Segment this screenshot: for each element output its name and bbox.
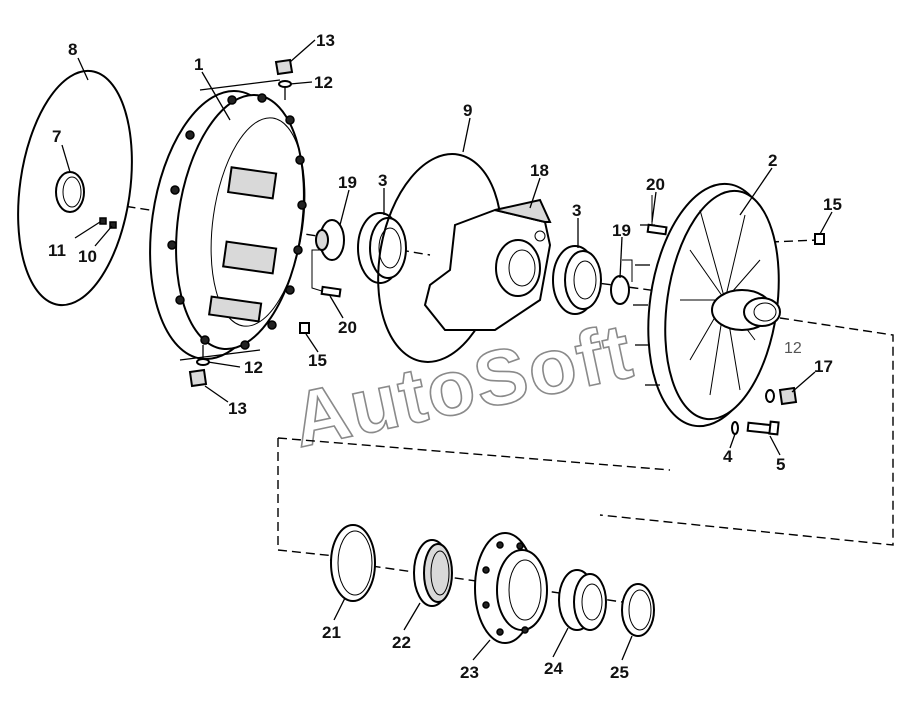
part-3-bearing-left xyxy=(357,212,407,284)
part-20-pin-right xyxy=(646,195,668,236)
callout-12-bottom: 12 xyxy=(244,358,263,377)
part-7-seal-ring xyxy=(55,171,85,213)
callout-4: 4 xyxy=(723,447,733,466)
lower-assembly-box xyxy=(277,317,894,557)
callout-8: 8 xyxy=(68,40,77,59)
part-18-pump-body xyxy=(423,198,552,331)
cover-studs xyxy=(633,224,660,386)
callout-17: 17 xyxy=(814,357,833,376)
callout-10: 10 xyxy=(78,247,97,266)
callout-19-right: 19 xyxy=(612,221,631,240)
part-2-cover xyxy=(633,182,781,428)
callout-12-right: 12 xyxy=(784,340,802,357)
callout-5: 5 xyxy=(776,455,785,474)
callout-2: 2 xyxy=(768,151,777,170)
part-21-seal xyxy=(330,524,376,602)
callout-1: 1 xyxy=(194,55,203,74)
callout-24: 24 xyxy=(544,659,563,678)
callout-23: 23 xyxy=(460,663,479,682)
callout-19-left: 19 xyxy=(338,173,357,192)
callout-20-right: 20 xyxy=(646,175,665,194)
callout-13-bottom: 13 xyxy=(228,399,247,418)
part-1-housing xyxy=(149,79,307,361)
callout-11: 11 xyxy=(48,241,66,260)
leader-lines xyxy=(61,39,833,661)
callout-18: 18 xyxy=(530,161,549,180)
callout-13-top: 13 xyxy=(316,31,335,50)
callout-20-left: 20 xyxy=(338,318,357,337)
callout-25: 25 xyxy=(610,663,629,682)
callout-labels: 8 7 11 10 1 13 12 12 13 15 19 20 3 9 18 … xyxy=(48,31,842,682)
callout-22: 22 xyxy=(392,633,411,652)
callout-15-left: 15 xyxy=(308,351,327,370)
part-10-11-screws xyxy=(99,217,117,229)
part-15-plug-right xyxy=(814,233,825,245)
part-23-flange xyxy=(474,532,548,644)
part-24-bearing xyxy=(558,569,607,631)
part-13-12-top-fasteners xyxy=(274,58,294,100)
housing-bolt-holes xyxy=(167,93,307,350)
part-22-seal xyxy=(413,539,453,607)
part-4-5-washer-bolt xyxy=(731,420,780,436)
callout-15-right: 15 xyxy=(823,195,842,214)
callout-21: 21 xyxy=(322,623,341,642)
part-17-nut xyxy=(765,386,798,406)
part-13-12-bottom-fasteners xyxy=(188,345,210,388)
part-25-seal xyxy=(621,583,655,637)
callout-7: 7 xyxy=(52,127,61,146)
center-axis xyxy=(84,199,819,303)
callout-3-right: 3 xyxy=(572,201,581,220)
part-15-plug-left xyxy=(299,322,310,334)
callout-9: 9 xyxy=(463,101,472,120)
callout-12-top: 12 xyxy=(314,73,333,92)
part-19-gear-right xyxy=(610,259,633,305)
part-19-gear-left xyxy=(315,219,345,261)
part-3-bearing-right xyxy=(552,245,602,315)
callout-3-left: 3 xyxy=(378,171,387,190)
part-20-pin-left xyxy=(311,249,342,298)
